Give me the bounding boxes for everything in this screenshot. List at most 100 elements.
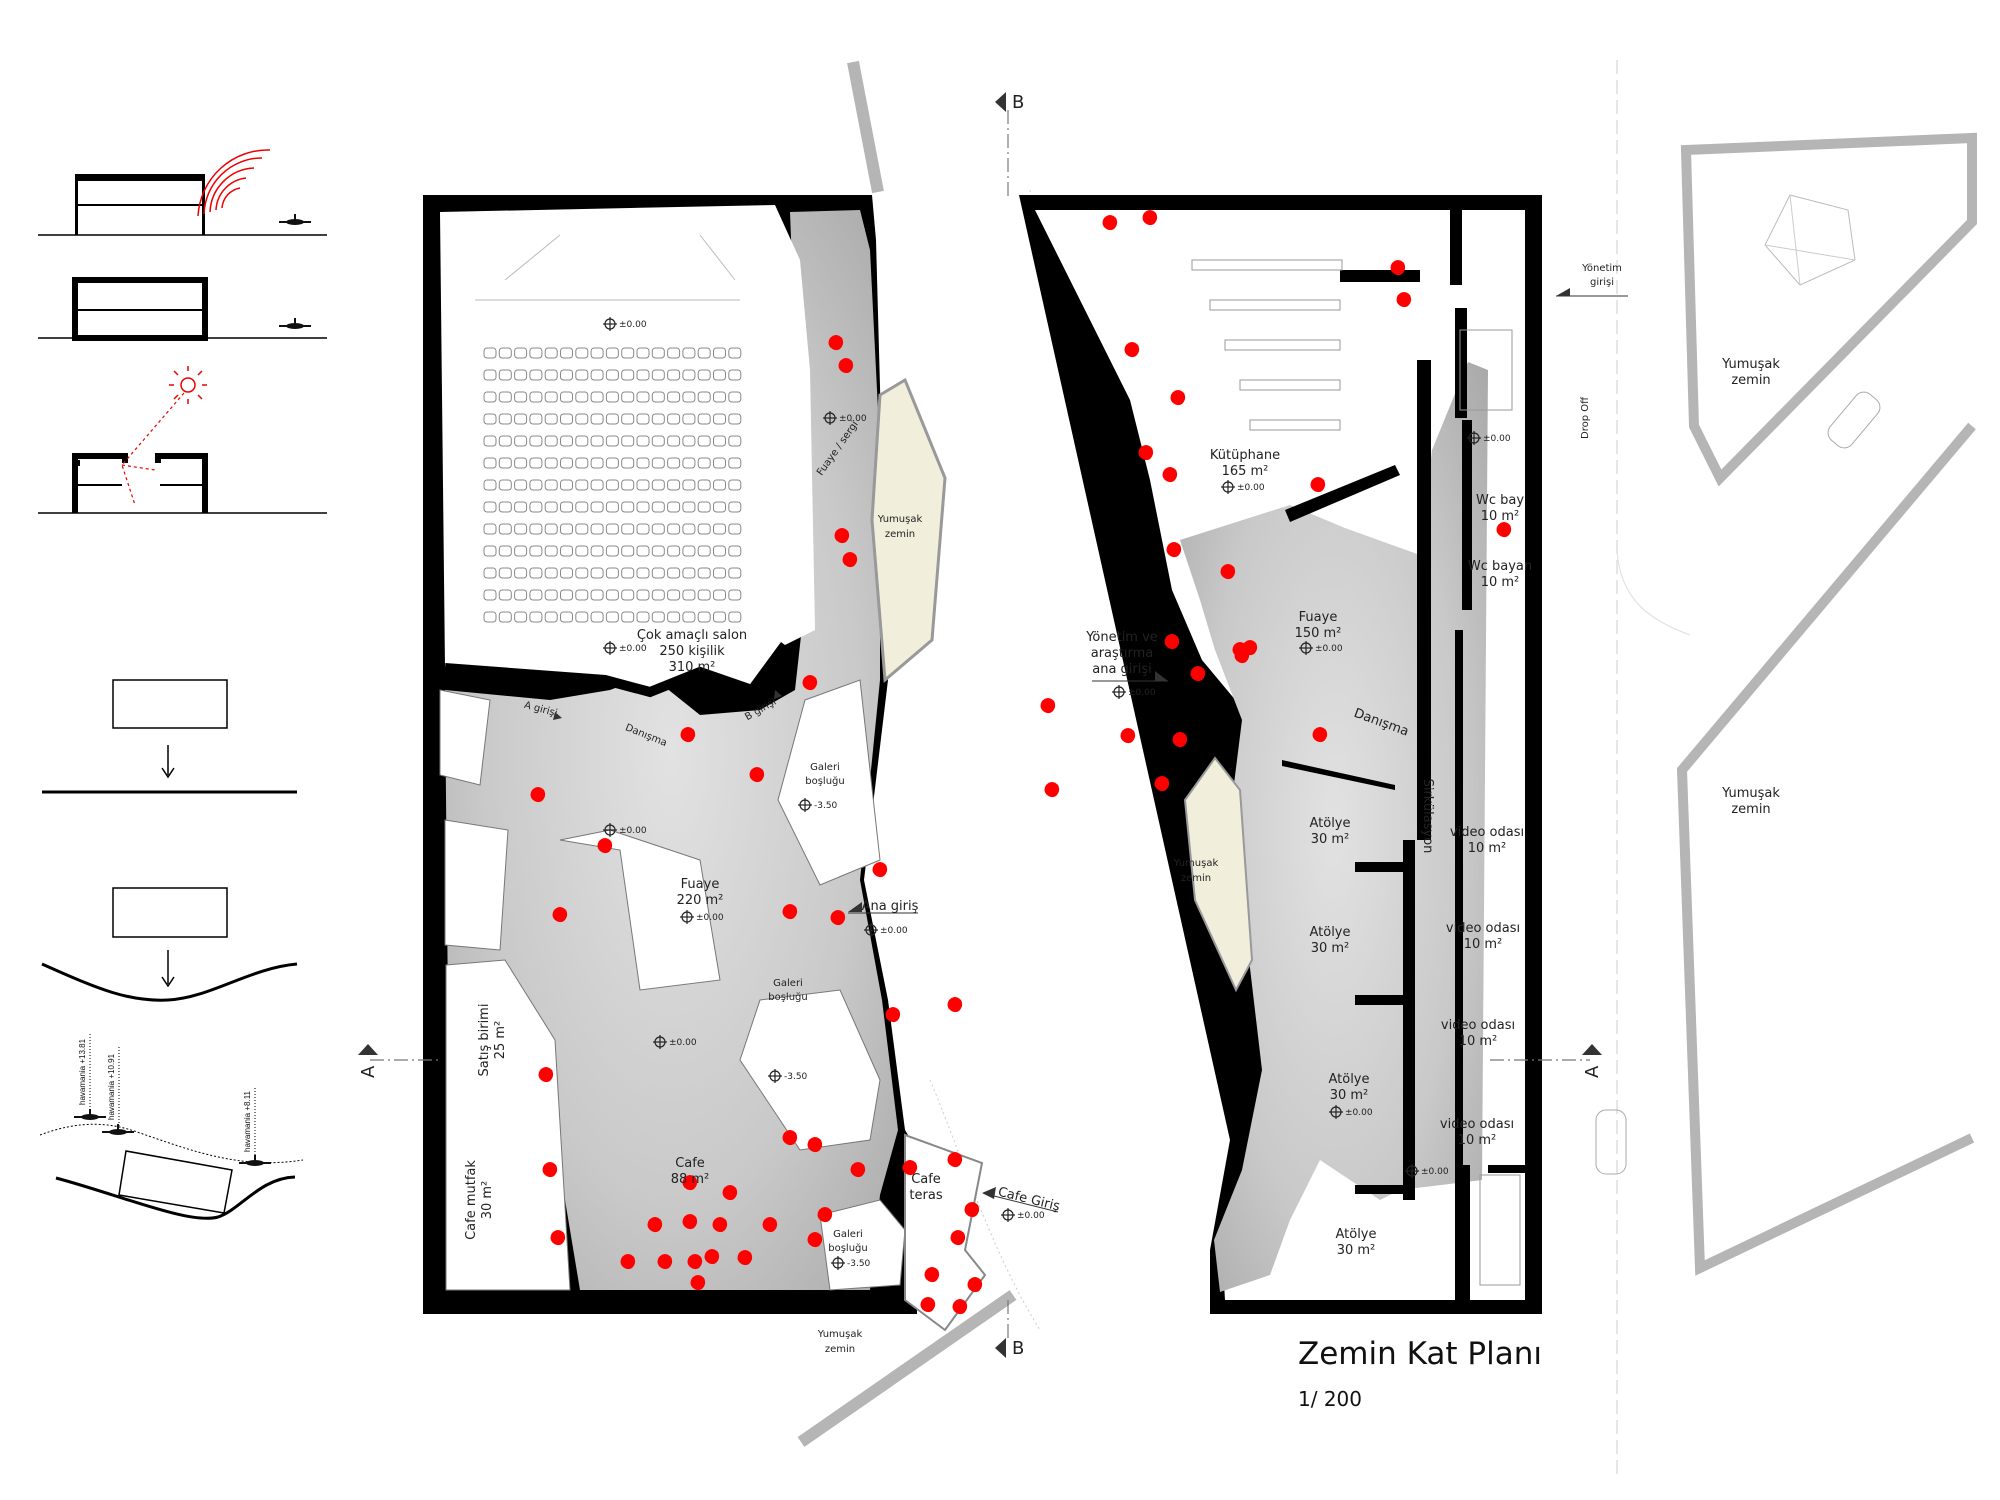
person-figure [680, 727, 696, 743]
seat [498, 545, 512, 557]
room-name: video odası [1440, 1117, 1514, 1132]
svg-text:±0.00: ±0.00 [1315, 644, 1343, 654]
person-figure [1242, 640, 1258, 656]
person-figure [1040, 698, 1056, 714]
stair-room [444, 819, 509, 951]
seat [667, 457, 681, 469]
seat [697, 457, 711, 469]
room-name: Atölye [1309, 816, 1350, 831]
seat [605, 611, 619, 623]
room-name: video odası [1441, 1018, 1515, 1033]
seat [682, 523, 696, 535]
diagram-closed-box [38, 277, 327, 341]
room-area: 30 m² [1330, 1088, 1369, 1103]
seat [560, 501, 573, 513]
person-figure [782, 904, 798, 920]
svg-text:±0.00: ±0.00 [696, 913, 724, 923]
seat [636, 545, 650, 557]
seat [667, 347, 681, 359]
seat [560, 545, 573, 557]
seat [713, 369, 726, 381]
person-figure [1396, 292, 1412, 308]
room-name: Wc bay [1476, 493, 1524, 508]
seat [529, 611, 543, 623]
seat [498, 391, 512, 403]
seat [560, 391, 573, 403]
person-figure [802, 675, 818, 691]
seat [713, 391, 726, 403]
seat [682, 391, 696, 403]
seat [514, 501, 528, 513]
seat [713, 567, 726, 579]
seat [575, 589, 589, 601]
havamania-label: havamania +13.81 [78, 1038, 87, 1105]
room-name: video odası [1446, 921, 1520, 936]
seat [529, 435, 543, 447]
level-marker: ±0.00 [1220, 479, 1265, 495]
room-area: 30 m² [1337, 1243, 1376, 1258]
seat [651, 413, 665, 425]
seat [605, 523, 619, 535]
svg-text:±0.00: ±0.00 [669, 1038, 697, 1048]
seat [529, 523, 543, 535]
section-marker-a-right: A [1582, 1044, 1603, 1078]
seat [667, 501, 681, 513]
room-name: Fuaye [681, 877, 720, 892]
seat [560, 369, 573, 381]
gallery-void [739, 989, 881, 1151]
seat [498, 611, 512, 623]
seat [544, 435, 558, 447]
interior-walls [1282, 210, 1528, 1305]
seat [667, 369, 681, 381]
svg-text:ana girişi: ana girişi [1092, 662, 1152, 677]
person-figure [552, 907, 568, 923]
room-name: boşluğu [828, 1242, 867, 1254]
seat [697, 523, 711, 535]
seat [529, 589, 543, 601]
seat [590, 523, 604, 535]
level-marker: ±0.00 [1328, 1104, 1373, 1120]
seat [529, 391, 543, 403]
seat [590, 435, 604, 447]
section-marker-a-left: A [358, 1044, 379, 1078]
seat [713, 457, 726, 469]
seat [544, 545, 558, 557]
seat [636, 501, 650, 513]
seat [498, 479, 512, 491]
room-name: Kütüphane [1210, 448, 1280, 463]
level-marker: ±0.00 [822, 410, 867, 426]
seat [544, 523, 558, 535]
seat [544, 479, 558, 491]
room-area: 10 m² [1458, 1133, 1497, 1148]
seat [697, 611, 711, 623]
seat [651, 611, 665, 623]
seat [667, 523, 681, 535]
room-name: Satış birimi [477, 1004, 492, 1077]
seat [575, 435, 589, 447]
seat [575, 545, 589, 557]
section-marker-b-top: B [995, 92, 1024, 113]
cafe-terrace [904, 1133, 987, 1332]
seat [636, 589, 650, 601]
seat [575, 347, 589, 359]
seat [713, 479, 726, 491]
seat [514, 369, 528, 381]
seat [498, 369, 512, 381]
level-marker: -3.50 [797, 797, 838, 813]
seat [575, 567, 589, 579]
seat [590, 479, 604, 491]
person-figure [1162, 467, 1178, 483]
seat [728, 435, 742, 447]
seat [575, 413, 589, 425]
person-figure [1190, 666, 1206, 682]
room-name: Wc bayan [1468, 559, 1532, 574]
seat [682, 611, 696, 623]
site-label: Yumuşak [1721, 786, 1780, 801]
level-marker: -3.50 [830, 1255, 871, 1271]
seat [605, 589, 619, 601]
seat [728, 567, 742, 579]
room-name: Cafe [675, 1156, 705, 1171]
person-figure [1310, 477, 1326, 493]
seat [636, 479, 650, 491]
